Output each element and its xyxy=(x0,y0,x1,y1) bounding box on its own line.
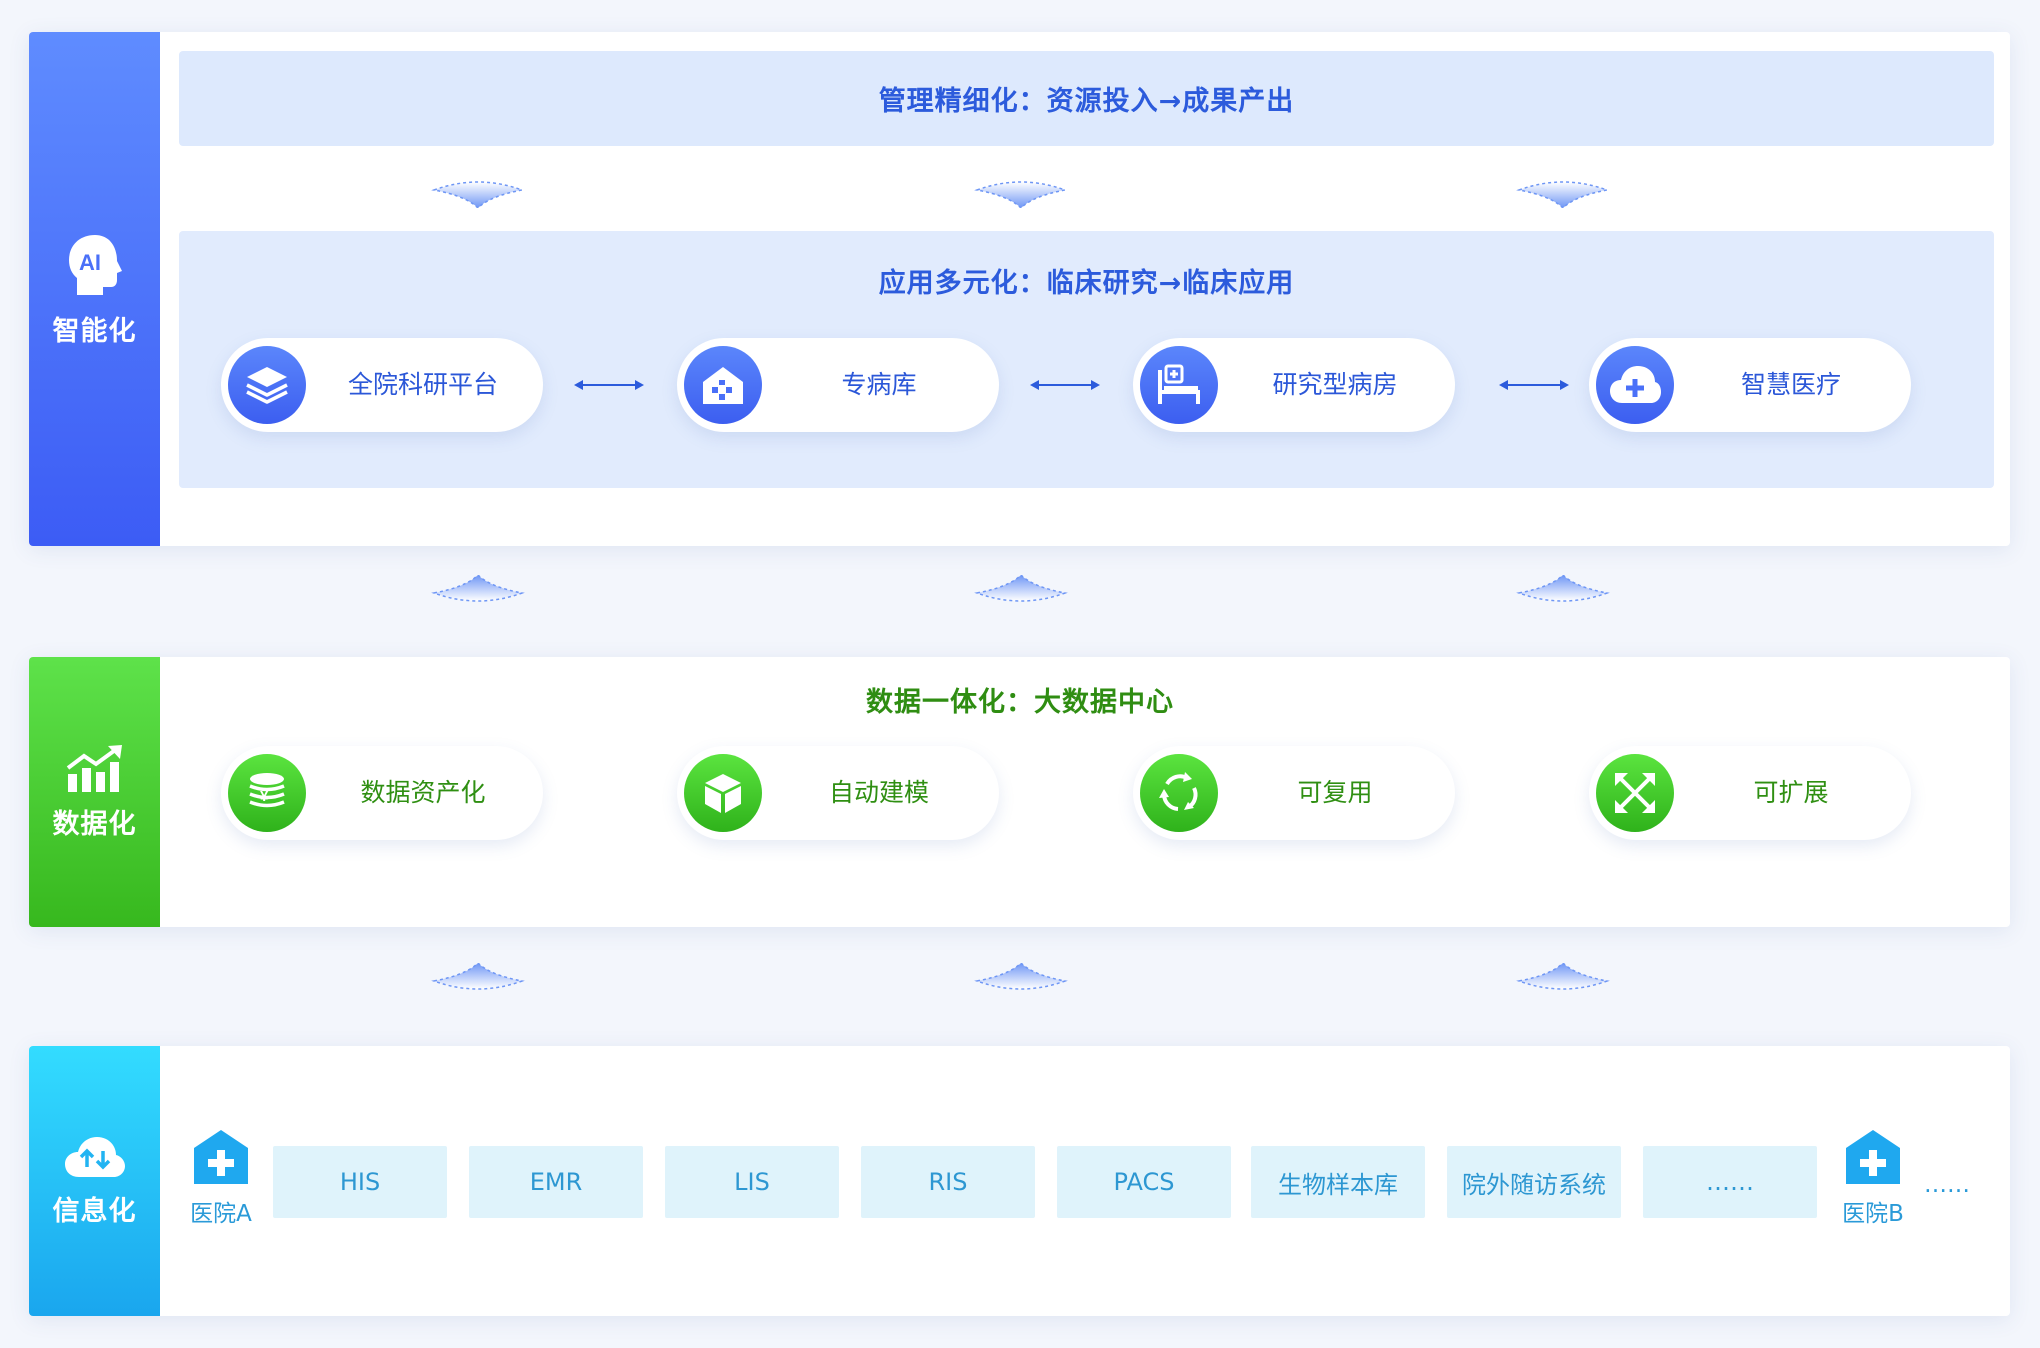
module-label: 专病库 xyxy=(841,370,917,399)
more-hospitals-ellipsis: …… xyxy=(1924,1172,1970,1198)
system-more: …… xyxy=(1643,1146,1817,1218)
hospital-a: 医院A xyxy=(186,1128,256,1228)
system-lis: LIS xyxy=(665,1146,839,1218)
module-research-platform[interactable]: 全院科研平台 xyxy=(221,338,543,432)
management-title: 管理精细化：资源投入→成果产出 xyxy=(878,86,1295,117)
hospital-b: 医院B xyxy=(1838,1128,1908,1228)
cube-icon xyxy=(705,774,741,813)
module-reusable[interactable]: 可复用 xyxy=(1133,746,1455,840)
flow-up-chevron-icon xyxy=(974,575,1068,602)
flow-down-chevron-icon xyxy=(431,181,525,208)
flow-up-chevron-icon xyxy=(1516,575,1610,602)
cloud-cross-icon xyxy=(1610,366,1661,403)
module-disease-database[interactable]: 专病库 xyxy=(677,338,999,432)
system-pacs: PACS xyxy=(1057,1146,1231,1218)
flow-up-chevron-icon xyxy=(974,963,1068,990)
hospital-bed-icon xyxy=(1158,364,1200,404)
system-biobank: 生物样本库 xyxy=(1251,1146,1425,1218)
system-ris: RIS xyxy=(861,1146,1035,1218)
module-label: 可复用 xyxy=(1297,778,1373,807)
application-title: 应用多元化：临床研究→临床应用 xyxy=(878,268,1295,299)
cloud-sync-icon xyxy=(64,1136,125,1177)
info-layer-sidebar: 信息化 xyxy=(29,1046,160,1316)
data-layer-label: 数据化 xyxy=(52,808,137,840)
module-auto-modeling[interactable]: 自动建模 xyxy=(677,746,999,840)
flow-up-chevron-icon xyxy=(431,575,525,602)
coin-stack-icon: ¥ xyxy=(249,773,285,808)
house-icon xyxy=(703,367,743,404)
hospital-b-label: 医院B xyxy=(1842,1201,1904,1227)
layers-icon xyxy=(246,367,288,404)
double-arrow-icon xyxy=(1030,380,1100,390)
module-label: 智慧医疗 xyxy=(1740,370,1841,399)
svg-text:AI: AI xyxy=(79,250,101,275)
hospital-a-label: 医院A xyxy=(190,1201,252,1227)
flow-down-chevron-icon xyxy=(1516,181,1610,208)
module-label: 可扩展 xyxy=(1753,778,1829,807)
data-integration-title: 数据一体化：大数据中心 xyxy=(866,687,1174,718)
module-label: 全院科研平台 xyxy=(347,370,498,399)
module-label: 自动建模 xyxy=(828,778,929,807)
ai-layer-sidebar: AI 智能化 xyxy=(29,32,160,546)
flow-down-chevron-icon xyxy=(974,181,1068,208)
svg-text:¥: ¥ xyxy=(260,788,269,805)
ai-head-icon: AI xyxy=(68,234,122,295)
module-research-ward[interactable]: 研究型病房 xyxy=(1133,338,1455,432)
double-arrow-icon xyxy=(1499,380,1569,390)
module-data-assets[interactable]: ¥ 数据资产化 xyxy=(221,746,543,840)
flow-up-chevron-icon xyxy=(431,963,525,990)
hospital-icon xyxy=(1846,1130,1900,1184)
recycle-icon xyxy=(1159,772,1198,811)
info-layer-label: 信息化 xyxy=(52,1195,137,1227)
flow-up-chevron-icon xyxy=(1516,963,1610,990)
data-layer-sidebar: 数据化 xyxy=(29,657,160,927)
module-smart-medicine[interactable]: 智慧医疗 xyxy=(1589,338,1911,432)
hospital-icon xyxy=(194,1130,248,1184)
module-label: 数据资产化 xyxy=(360,778,486,807)
module-label: 研究型病房 xyxy=(1272,370,1398,399)
module-extensible[interactable]: 可扩展 xyxy=(1589,746,1911,840)
growth-chart-icon xyxy=(66,744,122,792)
management-band: 管理精细化：资源投入→成果产出 xyxy=(179,51,1994,146)
double-arrow-icon xyxy=(574,380,644,390)
ai-layer-label: 智能化 xyxy=(52,315,137,347)
system-emr: EMR xyxy=(469,1146,643,1218)
system-followup: 院外随访系统 xyxy=(1447,1146,1621,1218)
expand-icon xyxy=(1615,773,1655,813)
system-his: HIS xyxy=(273,1146,447,1218)
